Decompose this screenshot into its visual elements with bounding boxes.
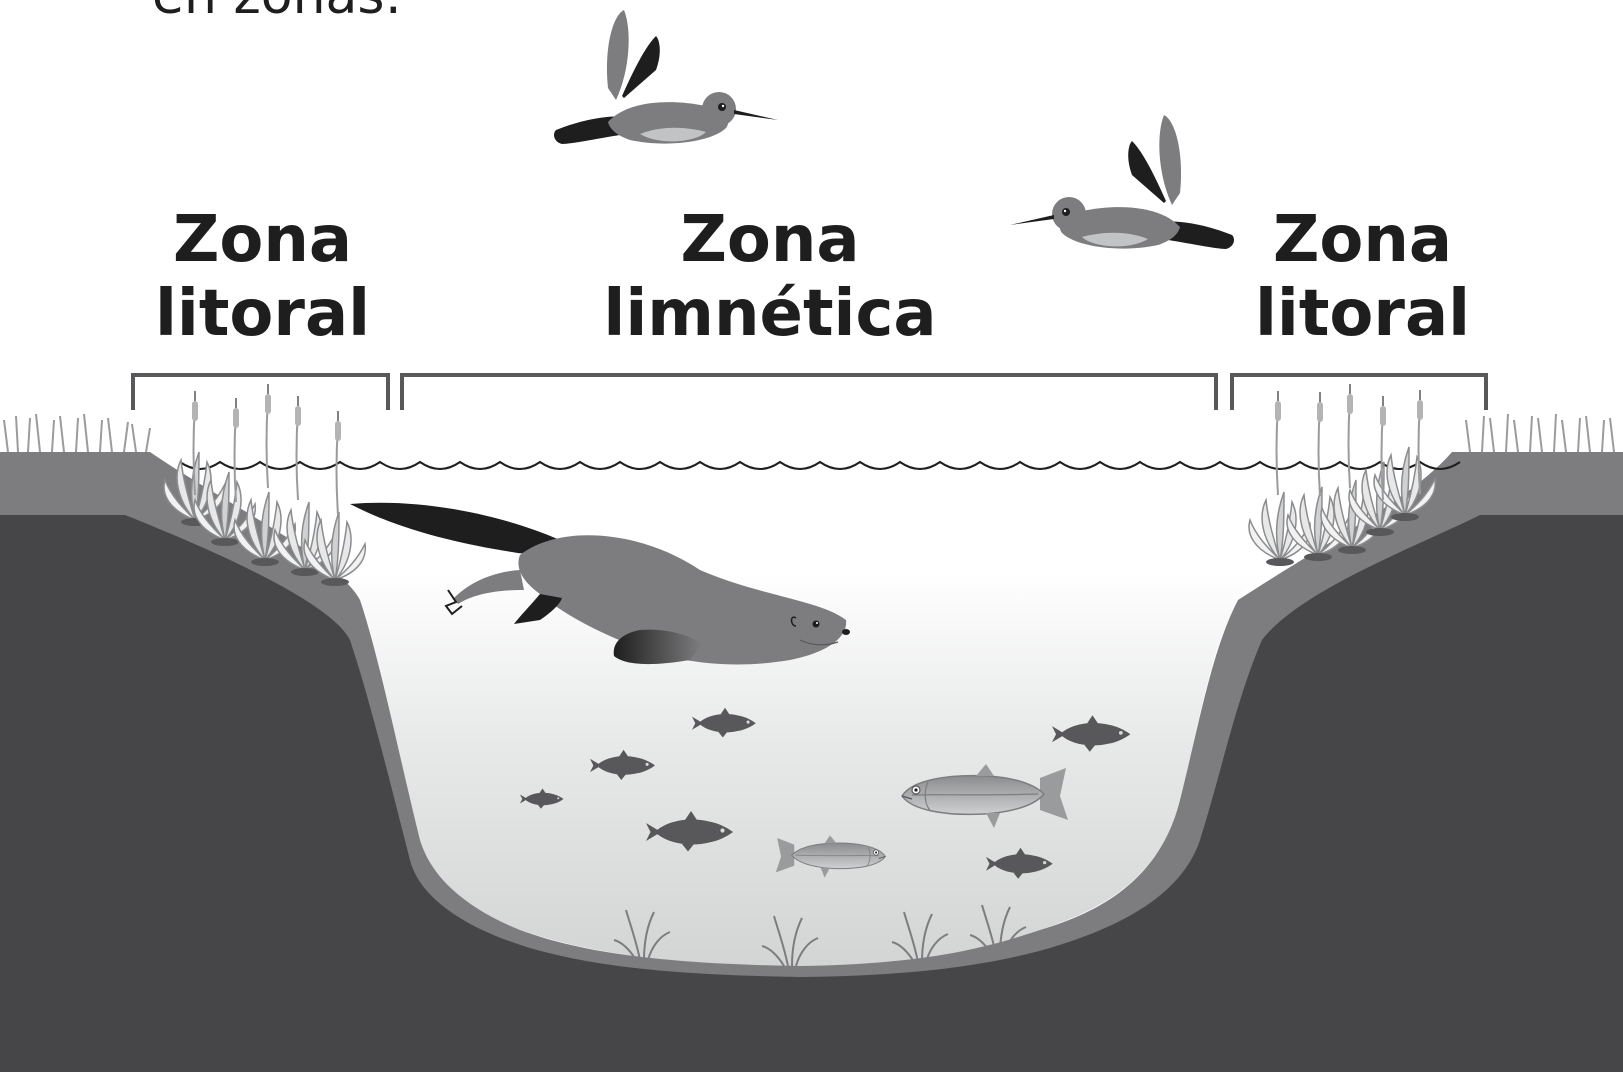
hummingbird-icon	[1010, 115, 1234, 249]
zone-label-line1: Zona	[120, 203, 405, 277]
zone-label-left-littoral: Zona litoral	[120, 203, 405, 351]
page-title-partial: en zonas:	[152, 0, 402, 22]
hummingbird-icon	[554, 10, 778, 144]
left-shore-grass	[4, 414, 150, 452]
zone-label-right-littoral: Zona litoral	[1220, 203, 1505, 351]
bracket-left-littoral	[133, 375, 388, 410]
zone-label-line2: litoral	[1220, 277, 1505, 351]
zone-label-line1: Zona	[1220, 203, 1505, 277]
zone-label-line2: litoral	[120, 277, 405, 351]
zone-label-line1: Zona	[560, 203, 980, 277]
zone-label-line2: limnética	[560, 277, 980, 351]
zone-label-limnetic: Zona limnética	[560, 203, 980, 351]
bracket-right-littoral	[1232, 375, 1486, 410]
zone-brackets	[133, 375, 1486, 410]
right-shore-grass	[1466, 414, 1614, 452]
bracket-limnetic	[402, 375, 1216, 410]
